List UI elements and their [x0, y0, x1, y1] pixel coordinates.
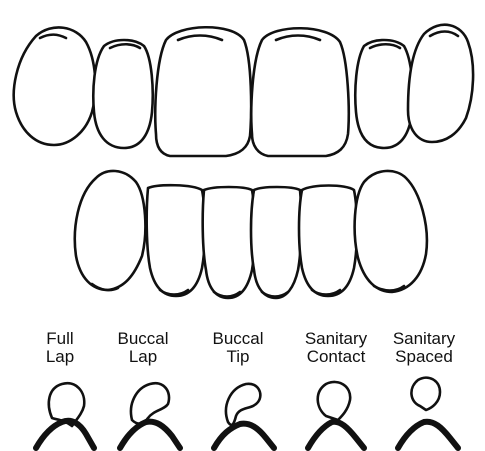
label-full-lap-line1: Full — [46, 329, 73, 348]
label-buccal-tip-line2: Tip — [227, 347, 250, 366]
pontic-sanitary-spaced — [398, 378, 458, 448]
pontic-full-lap — [36, 383, 94, 448]
upper-tooth-right-canine — [408, 25, 473, 142]
lower-tooth-right-lateral — [299, 186, 357, 297]
upper-arch — [14, 25, 473, 156]
label-buccal-lap-line1: Buccal — [117, 329, 168, 348]
label-sanitary-contact-line1: Sanitary — [305, 329, 368, 348]
label-sanitary-spaced-line1: Sanitary — [393, 329, 456, 348]
upper-tooth-left-lateral — [93, 40, 152, 148]
upper-tooth-left-central — [155, 27, 251, 156]
upper-tooth-right-central — [251, 28, 348, 156]
pontic-sanitary-contact — [308, 382, 364, 448]
label-buccal-lap-line2: Lap — [129, 347, 157, 366]
lower-tooth-left-canine — [75, 171, 146, 290]
pontic-buccal-tip — [214, 384, 274, 448]
lower-tooth-right-central — [251, 187, 301, 298]
lower-tooth-left-central — [203, 187, 255, 298]
upper-tooth-left-canine — [14, 27, 96, 145]
lower-tooth-left-lateral — [147, 185, 205, 296]
pontic-labels: Full Lap Buccal Lap Buccal Tip Sanitary … — [46, 329, 456, 366]
label-buccal-tip-line1: Buccal — [212, 329, 263, 348]
pontic-sections — [36, 378, 458, 448]
label-full-lap-line2: Lap — [46, 347, 74, 366]
label-sanitary-spaced-line2: Spaced — [395, 347, 453, 366]
pontic-buccal-lap — [120, 383, 180, 448]
label-sanitary-contact-line2: Contact — [307, 347, 366, 366]
lower-arch — [75, 171, 427, 298]
upper-tooth-right-lateral — [355, 40, 412, 148]
lower-tooth-right-canine — [355, 171, 427, 292]
